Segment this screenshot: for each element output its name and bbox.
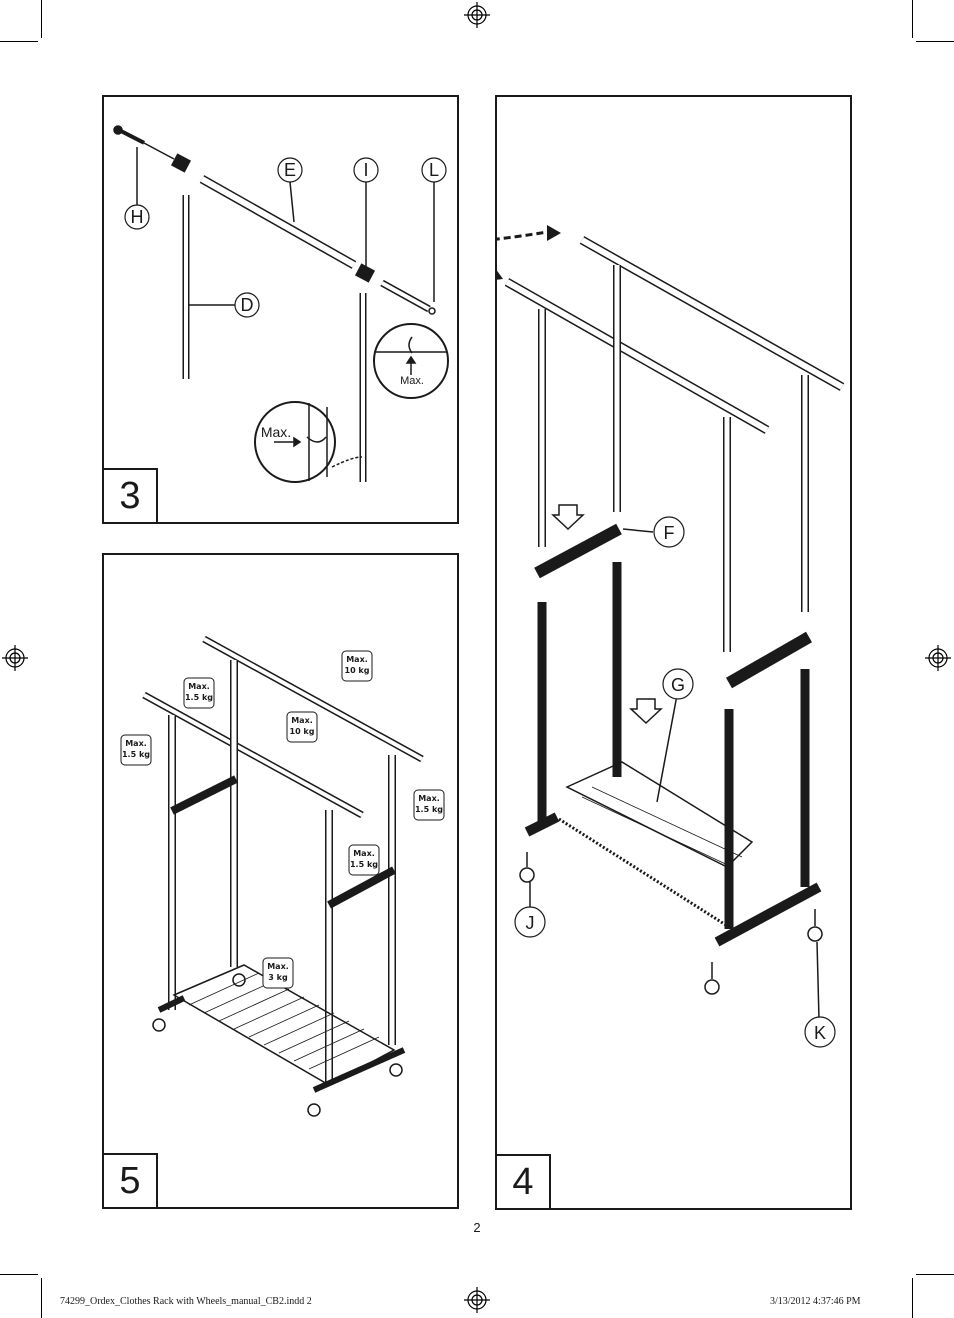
weight-value: 1.5 kg xyxy=(415,805,443,814)
weight-value: 1.5 kg xyxy=(122,750,150,759)
crop-mark xyxy=(912,1278,913,1318)
weight-value: 1.5 kg xyxy=(185,693,213,702)
callout-E: E xyxy=(284,160,296,180)
weight-max: Max. xyxy=(353,849,375,858)
weight-max: Max. xyxy=(125,739,147,748)
crop-mark xyxy=(916,41,954,42)
max-label: Max. xyxy=(400,375,424,387)
step-number: 4 xyxy=(495,1154,551,1210)
crop-mark xyxy=(41,0,42,38)
step-5-illustration: Max. 10 kg Max. 1.5 kg Max. 10 kg Max. 1… xyxy=(120,635,445,1117)
callout-H: H xyxy=(131,207,144,227)
weight-max: Max. xyxy=(418,794,440,803)
step-3-panel: E I L H D Max. Max. 3 xyxy=(102,95,459,524)
footer-filename: 74299_Ordex_Clothes Rack with Wheels_man… xyxy=(60,1296,312,1307)
weight-value: 3 kg xyxy=(268,973,288,982)
step-number: 5 xyxy=(102,1153,158,1209)
weight-max: Max. xyxy=(346,655,368,664)
crop-mark xyxy=(916,1274,954,1275)
callout-G: G xyxy=(671,675,685,695)
footer-timestamp: 3/13/2012 4:37:46 PM xyxy=(770,1296,861,1307)
crop-mark xyxy=(41,1278,42,1318)
weight-value: 10 kg xyxy=(345,666,370,675)
weight-value: 10 kg xyxy=(290,727,315,736)
callout-L: L xyxy=(429,160,439,180)
crop-mark xyxy=(0,1274,38,1275)
page-number: 2 xyxy=(473,1220,481,1235)
crop-mark xyxy=(912,0,913,38)
weight-max: Max. xyxy=(291,716,313,725)
callout-K: K xyxy=(814,1023,826,1043)
callout-D: D xyxy=(241,295,254,315)
weight-max: Max. xyxy=(267,962,289,971)
callout-F: F xyxy=(664,523,675,543)
step-number: 3 xyxy=(102,468,158,524)
weight-max: Max. xyxy=(188,682,210,691)
step-4-illustration: F G J K xyxy=(497,225,845,1048)
step-3-illustration: E I L H D Max. Max. xyxy=(113,125,449,483)
callout-J: J xyxy=(526,913,535,933)
max-label: Max. xyxy=(261,424,291,440)
crop-mark xyxy=(0,41,38,42)
weight-value: 1.5 kg xyxy=(350,860,378,869)
step-5-panel: Max. 10 kg Max. 1.5 kg Max. 10 kg Max. 1… xyxy=(102,553,459,1209)
callout-I: I xyxy=(363,160,368,180)
step-4-panel: F G J K 4 xyxy=(495,95,852,1210)
